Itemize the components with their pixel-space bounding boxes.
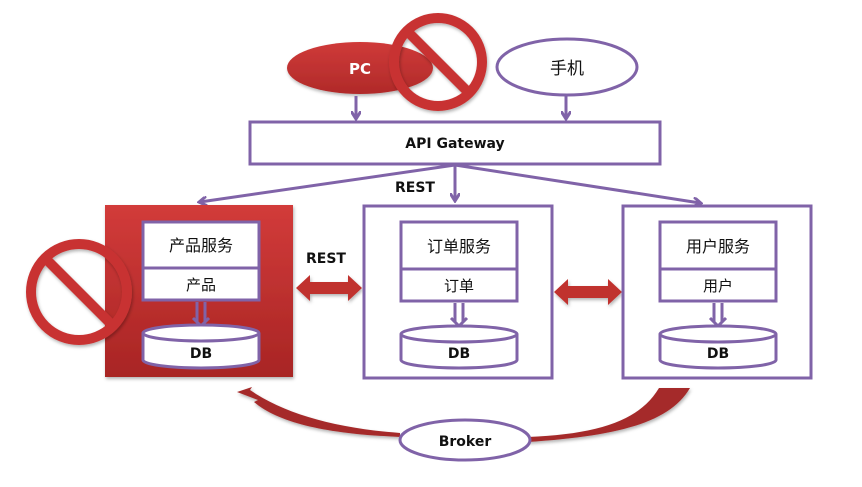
pc-label: PC — [349, 60, 371, 78]
broker-to-product-arrow — [237, 387, 400, 437]
prohibited-icon — [389, 13, 487, 111]
gateway-label: API Gateway — [405, 136, 504, 152]
user-db-label: DB — [707, 346, 729, 362]
user-db: DB — [658, 324, 778, 370]
user-service-title: 用户服务 — [686, 237, 750, 256]
mobile-label: 手机 — [550, 59, 584, 79]
product-service-title: 产品服务 — [169, 236, 233, 255]
product-service-container: 产品服务 产品 DB — [105, 205, 293, 377]
product-entity-label: 产品 — [186, 276, 216, 294]
broker: Broker — [398, 418, 532, 462]
gateway-to-product-arrow — [200, 163, 456, 202]
order-service-title: 订单服务 — [427, 237, 491, 256]
order-entity-label: 订单 — [444, 277, 474, 295]
api-gateway: API Gateway — [248, 120, 662, 166]
mobile-client: 手机 — [495, 37, 639, 97]
gateway-rest-label: REST — [395, 180, 435, 196]
user-service-container: 用户服务 用户 DB — [621, 204, 813, 380]
product-order-double-arrow — [296, 275, 362, 301]
product-db: DB — [141, 323, 261, 370]
pc-client: PC — [287, 42, 433, 94]
user-to-broker-arrow — [528, 388, 690, 442]
order-db-label: DB — [448, 346, 470, 362]
prohibited-icon — [26, 239, 132, 345]
order-user-double-arrow — [554, 279, 622, 305]
product-db-label: DB — [190, 346, 212, 362]
order-db: DB — [399, 324, 519, 370]
user-entity-label: 用户 — [703, 277, 733, 295]
order-service-container: 订单服务 订单 DB — [362, 204, 554, 380]
inter-service-rest-label: REST — [306, 251, 346, 267]
broker-label: Broker — [439, 434, 492, 450]
gateway-to-user-arrow — [454, 163, 700, 203]
